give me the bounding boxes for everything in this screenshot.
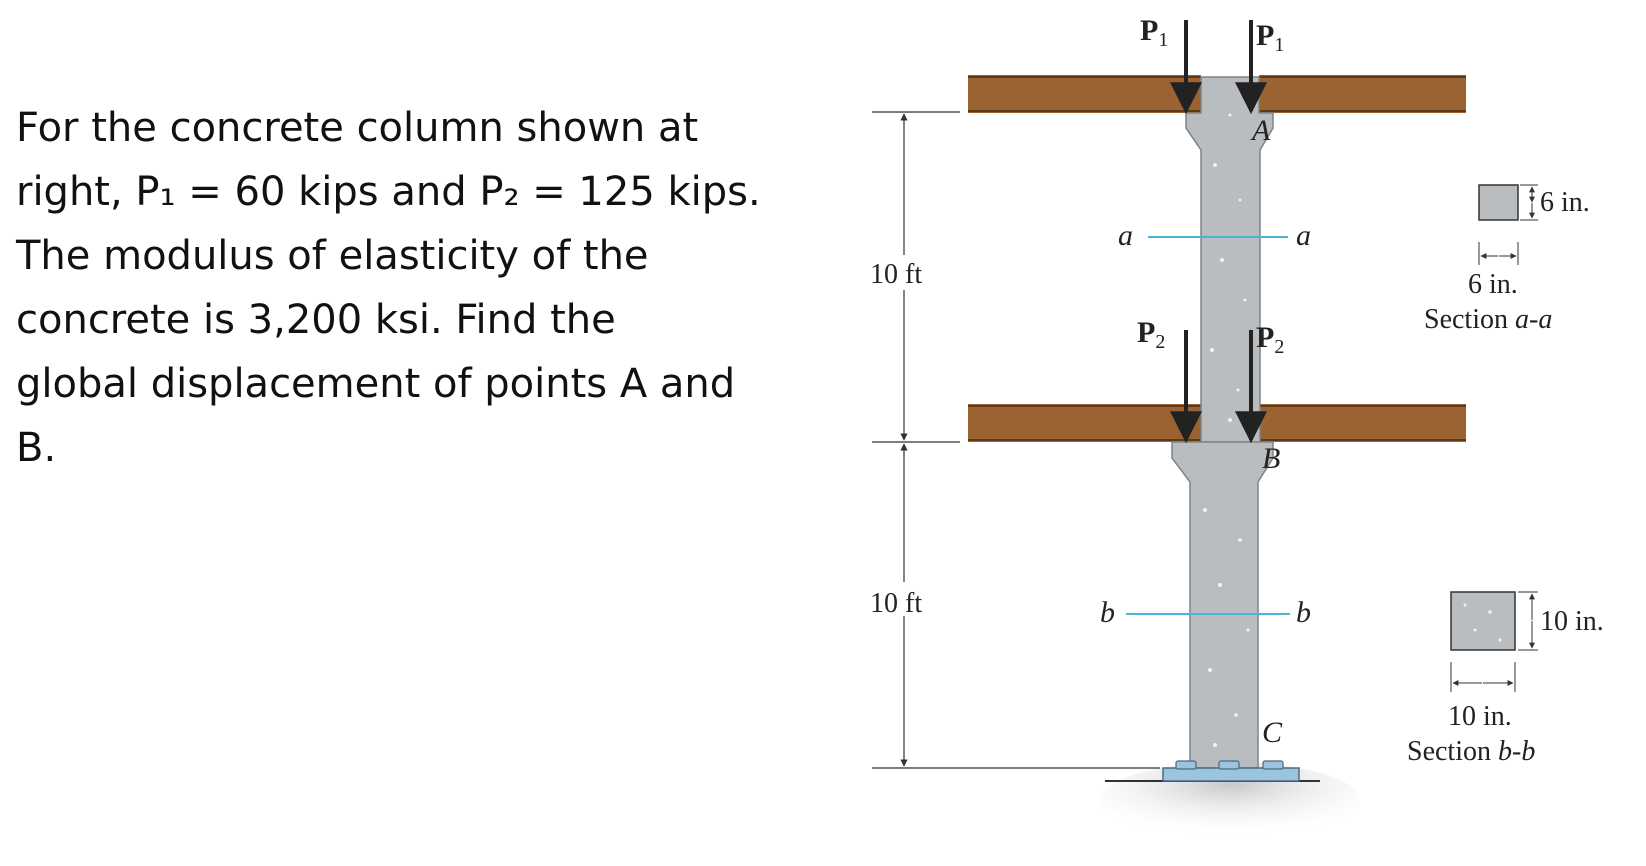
cut-a-label-left: a: [1118, 219, 1133, 252]
cut-b-label-left: b: [1100, 596, 1115, 629]
problem-line-1: For the concrete column shown at: [16, 105, 699, 151]
lower-beam-left: [968, 404, 1201, 442]
section-aa-width-label: 6 in.: [1468, 269, 1518, 300]
section-bb-height-label: 10 in.: [1540, 606, 1604, 637]
upper-beam-right: [1259, 75, 1466, 113]
dim-lower-label: 10 ft: [870, 588, 922, 619]
problem-statement: For the concrete column shown at right, …: [16, 96, 836, 480]
section-bb-width-label: 10 in.: [1448, 701, 1512, 732]
problem-line-2: right, P₁ = 60 kips and P₂ = 125 kips.: [16, 169, 761, 215]
label-p1-right: P1: [1256, 19, 1284, 56]
anchor-bolt: [1262, 760, 1284, 770]
label-p1-left: P1: [1140, 14, 1168, 51]
point-b-label: B: [1262, 442, 1280, 475]
problem-line-3: The modulus of elasticity of the: [16, 233, 649, 279]
problem-line-4: concrete is 3,200 ksi. Find the: [16, 297, 616, 343]
problem-line-6: B.: [16, 425, 57, 471]
section-aa-square: [1478, 184, 1519, 221]
anchor-bolt: [1218, 760, 1240, 770]
dim-upper-label: 10 ft: [870, 259, 922, 290]
base-plate: [1162, 767, 1300, 782]
upper-beam-left: [968, 75, 1201, 113]
lower-column: [1171, 441, 1274, 769]
section-aa-title: Section a-a: [1424, 304, 1552, 335]
section-aa-height-label: 6 in.: [1540, 187, 1590, 218]
concrete-speckles: [1203, 113, 1250, 747]
label-p2-right: P2: [1256, 321, 1284, 358]
lower-beam-right: [1259, 404, 1466, 442]
cut-a-label-right: a: [1296, 219, 1311, 252]
cut-b-label-right: b: [1296, 596, 1311, 629]
anchor-bolt: [1175, 760, 1197, 770]
label-p2-left: P2: [1137, 316, 1165, 353]
point-c-label: C: [1262, 716, 1283, 749]
problem-line-5: global displacement of points A and: [16, 361, 736, 407]
point-a-label: A: [1250, 114, 1271, 147]
section-bb-speckles: [1463, 603, 1502, 642]
section-bb-square: [1450, 591, 1516, 651]
section-bb-title: Section b-b: [1407, 736, 1535, 767]
